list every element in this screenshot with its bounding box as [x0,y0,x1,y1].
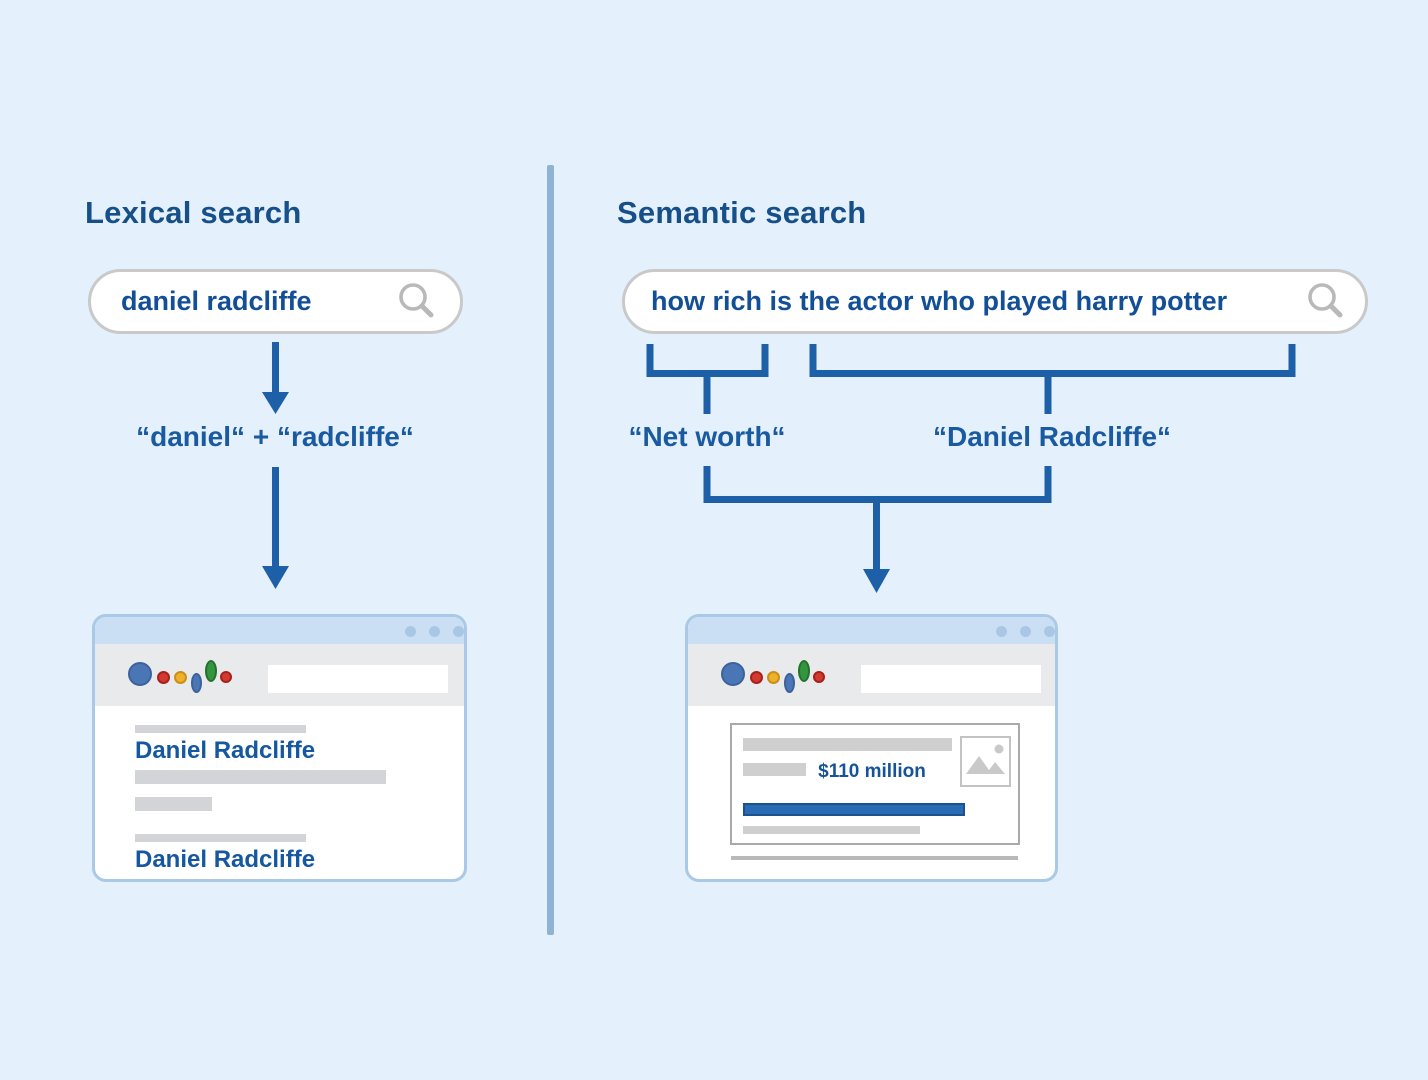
search-icon[interactable] [1303,279,1349,325]
google-logo-icon [128,662,152,686]
semantic-results-window: $110 million [685,614,1058,882]
answer-card: $110 million [730,723,1020,845]
window-control-dot-icon [1020,626,1031,637]
bracket-daniel-radcliffe [809,344,1296,377]
browser-toolbar [688,644,1055,706]
placeholder-line [743,826,920,834]
token-expression-label: “daniel“ + “radcliffe“ [136,421,414,452]
google-logo-icon [750,671,763,684]
semantic-search-input[interactable]: how rich is the actor who played harry p… [622,269,1368,334]
result-link[interactable]: Daniel Radcliffe [135,737,316,764]
browser-search-field[interactable] [861,665,1041,693]
search-icon[interactable] [394,279,440,325]
placeholder-line [743,763,806,776]
google-logo-icon [784,673,795,693]
placeholder-line [135,770,386,784]
bracket-net-worth [646,344,769,377]
section-divider [547,165,554,935]
google-logo-icon [191,673,202,693]
lexical-query-text: daniel radcliffe [121,286,312,316]
google-logo-icon [798,660,810,682]
placeholder-line [135,725,306,733]
browser-search-field[interactable] [268,665,448,693]
placeholder-line [135,797,212,811]
window-control-dot-icon [996,626,1007,637]
google-logo-icon [174,671,187,684]
google-logo-icon [157,671,170,684]
merge-bracket [703,466,1052,503]
lexical-results-window: Daniel Radcliffe Daniel Radcliffe [92,614,467,882]
placeholder-line [135,834,306,842]
window-control-dot-icon [1044,626,1055,637]
browser-toolbar [95,644,464,706]
google-logo-icon [767,671,780,684]
arrow-head-icon [262,566,289,589]
concept-label-net-worth: “Net worth“ [628,421,786,452]
window-titlebar [95,617,464,644]
result-link[interactable]: Daniel Radcliffe [135,846,316,873]
lexical-search-title: Lexical search [85,195,302,230]
window-control-dot-icon [453,626,464,637]
semantic-search-title: Semantic search [617,195,867,230]
answer-value: $110 million [818,761,926,782]
image-placeholder-icon [960,736,1011,787]
google-logo-icon [220,671,232,683]
window-titlebar [688,617,1055,644]
window-control-dot-icon [429,626,440,637]
google-logo-icon [813,671,825,683]
result-separator [731,856,1018,860]
google-logo-icon [205,660,217,682]
placeholder-line [743,738,952,751]
concept-label-daniel-radcliffe: “Daniel Radcliffe“ [932,421,1172,452]
google-logo-icon [721,662,745,686]
arrow-head-icon [863,569,890,593]
highlight-bar [743,803,965,816]
window-control-dot-icon [405,626,416,637]
semantic-query-text: how rich is the actor who played harry p… [651,286,1228,316]
lexical-search-input[interactable]: daniel radcliffe [88,269,463,334]
arrow-head-icon [262,392,289,414]
